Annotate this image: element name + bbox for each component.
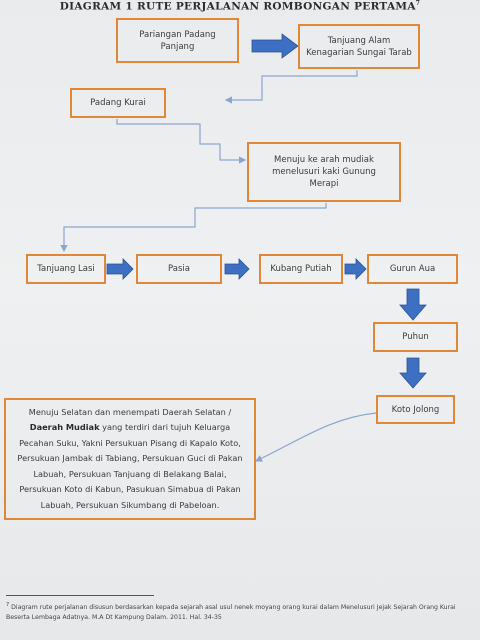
footnote: 7 Diagram rute perjalanan disusun berdas… [6,602,456,622]
node-tanjuang-lasi: Tanjuang Lasi [26,254,106,284]
node-tanjuang-alam: Tanjuang Alam Kenagarian Sungai Tarab [298,24,420,69]
connector-padang-kurai-to-mudiak [116,119,247,164]
right-arrow-icon [224,258,250,280]
node-puhun: Puhun [373,322,458,352]
connector-mudiak-to-tanjuang-lasi [60,203,327,253]
footnote-divider [6,595,154,596]
right-arrow-icon [106,258,134,280]
connector-tanjuang-alam-to-padang-kurai [224,70,358,104]
node-destination-daerah-mudiak: Menuju Selatan dan menempati Daerah Sela… [4,398,256,520]
diagram-title: DIAGRAM 1 RUTE PERJALANAN ROMBONGAN PERT… [59,0,421,13]
node-menuju-mudiak: Menuju ke arah mudiak menelusuri kaki Gu… [247,142,401,202]
node-padang-kurai: Padang Kurai [70,88,166,118]
right-arrow-icon [251,33,299,59]
right-arrow-icon [344,258,367,280]
down-arrow-icon [399,288,427,321]
connector-koto-jolong-to-destination [254,412,377,462]
node-pasia: Pasia [136,254,222,284]
node-koto-jolong: Koto Jolong [376,395,455,424]
node-gurun-aua: Gurun Aua [367,254,458,284]
node-pariangan: Pariangan Padang Panjang [116,18,239,63]
down-arrow-icon [399,357,427,389]
node-kubang-putiah: Kubang Putiah [259,254,343,284]
